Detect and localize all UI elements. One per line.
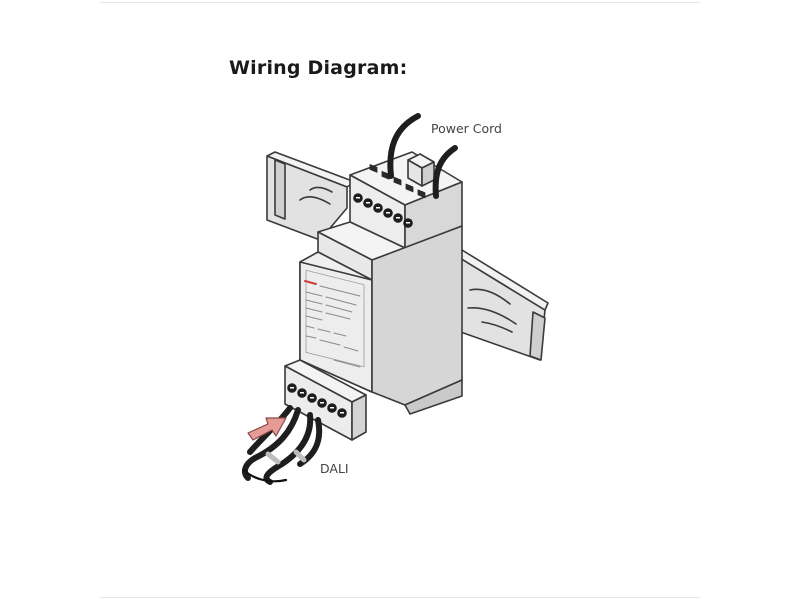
dali-terminal-block bbox=[284, 359, 367, 441]
power-cord bbox=[387, 113, 458, 199]
device-label-print bbox=[304, 280, 361, 368]
din-rail bbox=[266, 151, 549, 361]
bottom-divider bbox=[100, 597, 700, 598]
page-title: Wiring Diagram: bbox=[229, 57, 408, 79]
top-divider bbox=[100, 2, 700, 3]
top-terminal-block bbox=[353, 153, 435, 228]
cable-ties bbox=[265, 449, 307, 465]
power-cord-label: Power Cord bbox=[431, 121, 502, 136]
arrow-icon bbox=[247, 417, 287, 441]
dali-label: DALI bbox=[320, 461, 349, 476]
